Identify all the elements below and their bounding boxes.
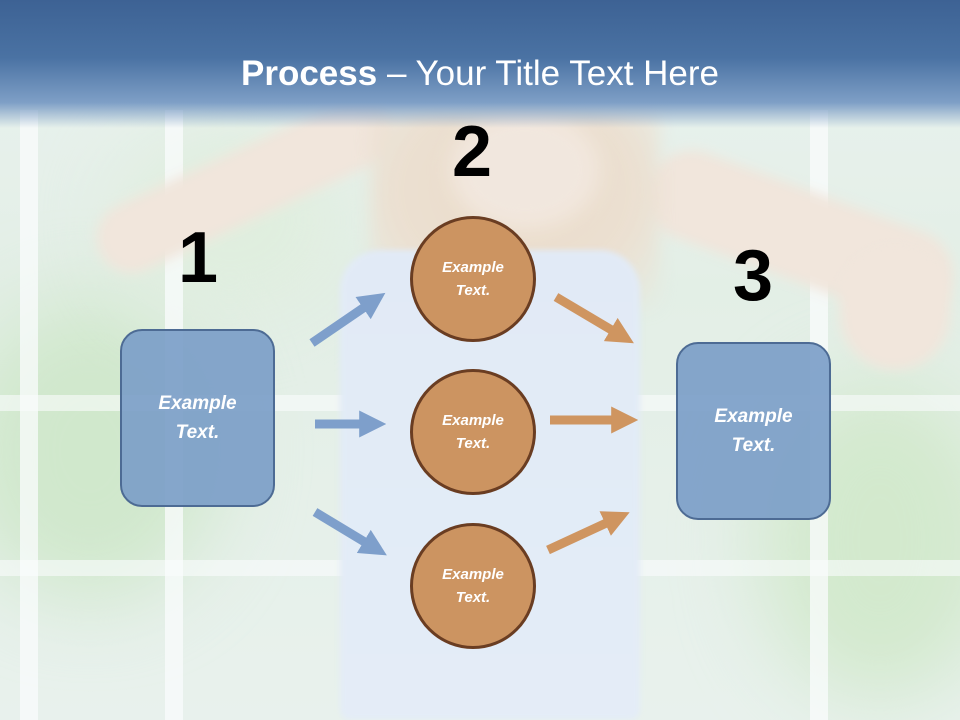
step-2-circle-1-label: Example Text. — [442, 259, 504, 299]
title-rest: – Your Title Text Here — [377, 54, 719, 93]
step-number-1: 1 — [177, 218, 219, 298]
title-bar: Process – Your Title Text Here — [0, 0, 960, 128]
arrow-1-to-2c — [312, 508, 387, 556]
title-bold: Process — [241, 54, 378, 93]
step-3-label: Example Text. — [714, 406, 793, 456]
step-1-label: Example Text. — [158, 393, 237, 443]
step-1-box: Example Text. — [120, 329, 275, 507]
arrow-2a-to-3 — [553, 293, 634, 344]
step-2-circle-1: Example Text. — [410, 216, 536, 342]
step-2-circle-2-label: Example Text. — [442, 412, 504, 452]
step-number-2: 2 — [451, 112, 493, 192]
arrow-1-to-2a — [309, 292, 386, 347]
step-2-circle-3-label: Example Text. — [442, 566, 504, 606]
slide-title: Process – Your Title Text Here — [0, 52, 960, 96]
step-3-box: Example Text. — [676, 342, 831, 520]
step-2-circle-3: Example Text. — [410, 523, 536, 649]
arrow-2c-to-3 — [546, 511, 630, 555]
step-number-3: 3 — [732, 236, 774, 316]
step-2-circle-2: Example Text. — [410, 369, 536, 495]
